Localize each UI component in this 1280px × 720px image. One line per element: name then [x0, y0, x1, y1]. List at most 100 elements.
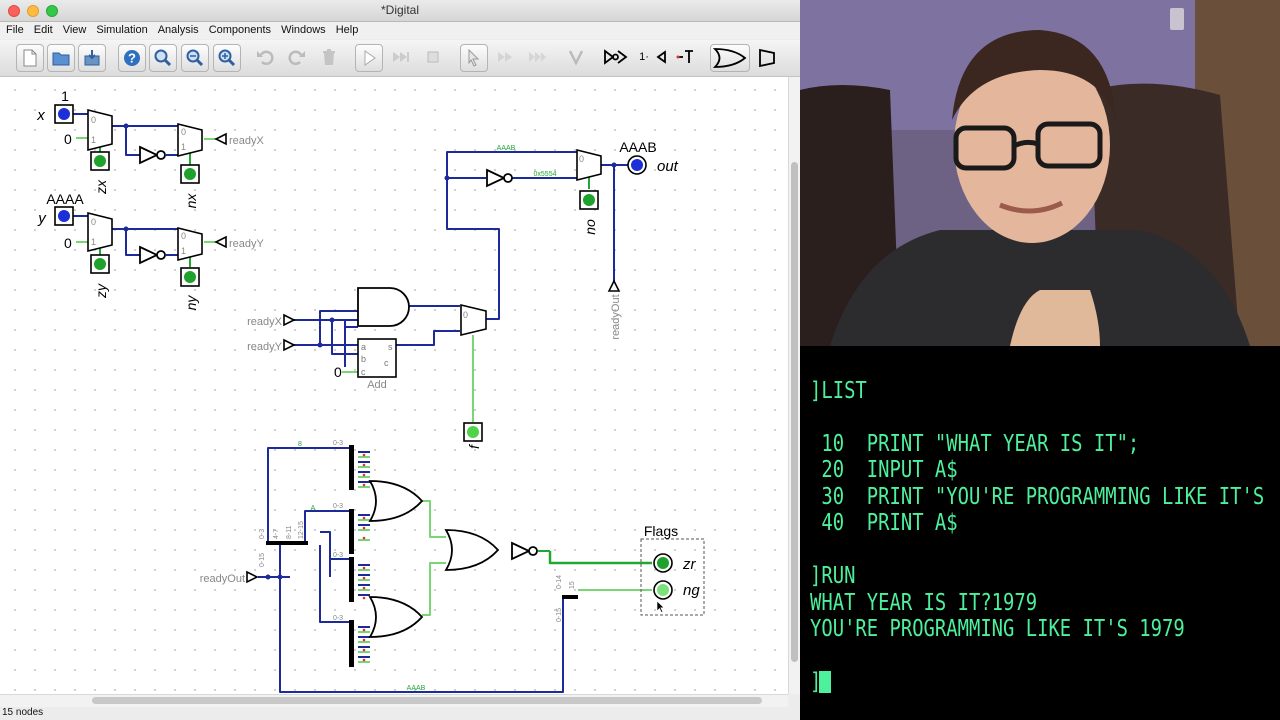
horizontal-scroll-thumb[interactable]	[92, 697, 762, 704]
pointer-step-icon	[468, 48, 480, 67]
label-readyout-out: readyOut	[610, 294, 622, 339]
menu-bar: File Edit View Simulation Analysis Components…	[0, 22, 800, 39]
not-gate-icon	[604, 49, 628, 65]
basic-terminal: ]LIST 10 PRINT "WHAT YEAR IS IT"; 20 INP…	[800, 346, 1280, 720]
new-file-icon	[23, 49, 37, 67]
play-icon	[364, 50, 376, 66]
new-file-button[interactable]	[16, 44, 44, 72]
driver-tool-button[interactable]	[754, 44, 782, 72]
open-file-button[interactable]	[47, 44, 75, 72]
analysis-icon	[568, 50, 584, 66]
redo-icon	[288, 50, 305, 66]
label-ng: ng	[683, 582, 700, 599]
step-clock-icon	[529, 52, 546, 62]
zoom-out-icon	[186, 49, 204, 67]
mux-nx	[177, 122, 203, 158]
menu-edit[interactable]: Edit	[33, 24, 53, 36]
wire-value-a: A	[311, 505, 316, 512]
label-readyy-in: readyY	[247, 341, 283, 353]
input-tool-button[interactable]	[650, 44, 678, 72]
terminal-line-3: 10 PRINT "WHAT YEAR IS IT";	[810, 431, 1140, 457]
wire-value-aaab: AAAB	[497, 145, 516, 152]
tunnel-readyx-out	[214, 132, 227, 146]
status-text: 15 nodes	[2, 707, 44, 718]
zoom-in-button[interactable]	[213, 44, 241, 72]
terminal-line-4: 20 INPUT A$	[810, 457, 958, 483]
input-f[interactable]	[467, 426, 479, 438]
stop-simulation-button[interactable]	[420, 44, 448, 72]
stop-icon	[427, 51, 439, 63]
const-zero-x: 0	[64, 131, 72, 147]
const-zero-y: 0	[64, 235, 72, 251]
horizontal-scrollbar[interactable]	[0, 694, 788, 707]
label-f: f	[466, 443, 482, 449]
input-no[interactable]	[583, 194, 595, 206]
toolbar: ? 1·	[0, 40, 800, 77]
analysis-button[interactable]	[563, 44, 591, 72]
save-file-button[interactable]	[78, 44, 106, 72]
step-clock-button[interactable]	[524, 44, 552, 72]
tunnel-readyx-in	[283, 313, 296, 327]
or-gate-tool-button[interactable]	[710, 44, 750, 72]
maximize-window-button[interactable]	[46, 5, 58, 17]
input-zx[interactable]	[94, 155, 106, 167]
menu-analysis[interactable]: Analysis	[157, 24, 199, 36]
delete-button[interactable]	[316, 44, 344, 72]
output-out	[631, 159, 643, 171]
circuit-canvas[interactable]: x 1 0 0 1 0 1 readyX zx nx y AAAA 0 0 1 …	[0, 77, 788, 694]
menu-windows[interactable]: Windows	[281, 24, 326, 36]
add-pin-a: a	[361, 342, 366, 352]
help-icon: ?	[124, 50, 140, 66]
splitter-label-1215: 12-15	[298, 521, 305, 539]
input-nx[interactable]	[184, 168, 196, 180]
splitter-label-03a: 0-3	[333, 440, 343, 447]
fast-forward-button[interactable]	[388, 44, 416, 72]
splitter-label-03e: 0-3	[259, 529, 266, 539]
output-zr	[657, 557, 669, 569]
mux-zy-zero: 0	[91, 217, 96, 227]
tunnel-tool-button[interactable]	[672, 44, 700, 72]
redo-button[interactable]	[284, 44, 312, 72]
help-button[interactable]: ?	[118, 44, 146, 72]
terminal-line-5: 30 PRINT "YOU'RE PROGRAMMING LIKE IT'S	[810, 484, 1265, 510]
close-window-button[interactable]	[8, 5, 20, 17]
mux-nx-zero: 0	[181, 127, 186, 137]
step-button[interactable]	[460, 44, 488, 72]
input-x[interactable]	[58, 108, 70, 120]
undo-button[interactable]	[252, 44, 280, 72]
menu-help[interactable]: Help	[335, 24, 359, 36]
menu-components[interactable]: Components	[208, 24, 272, 36]
label-zr: zr	[682, 556, 697, 573]
menu-simulation[interactable]: Simulation	[96, 24, 148, 36]
value-out: AAAB	[619, 139, 656, 155]
mux-zx-one: 1	[91, 135, 96, 145]
label-readyy-out: readyY	[229, 238, 265, 250]
mux-zy-one: 1	[91, 237, 96, 247]
zoom-fit-button[interactable]	[149, 44, 177, 72]
terminal-line-8: ]RUN	[810, 563, 856, 589]
label-readyx-in: readyX	[247, 316, 283, 328]
step-gate-button[interactable]	[492, 44, 520, 72]
input-zy[interactable]	[94, 258, 106, 270]
label-out: out	[657, 158, 679, 175]
zoom-out-button[interactable]	[181, 44, 209, 72]
menu-file[interactable]: File	[6, 24, 24, 36]
terminal-line-9: WHAT YEAR IS IT?1979	[810, 590, 1038, 616]
start-simulation-button[interactable]	[355, 44, 383, 72]
constant-tool-button[interactable]: 1·	[639, 51, 649, 63]
input-ny[interactable]	[184, 271, 196, 283]
folder-icon	[52, 52, 70, 66]
and-gate	[357, 287, 410, 327]
menu-view[interactable]: View	[62, 24, 87, 36]
input-y[interactable]	[58, 210, 70, 222]
not-gate-tool-button[interactable]	[601, 44, 629, 72]
splitter-label-15: 15	[569, 581, 576, 589]
status-bar: 15 nodes	[0, 707, 800, 720]
flags-group-box	[640, 538, 705, 616]
vertical-scroll-thumb[interactable]	[791, 162, 798, 662]
minimize-window-button[interactable]	[27, 5, 39, 17]
presenter-video-frame	[800, 0, 1280, 346]
label-zx: zx	[93, 179, 109, 195]
vertical-scrollbar[interactable]	[788, 77, 800, 694]
splitter-label-03b: 0-3	[333, 503, 343, 510]
